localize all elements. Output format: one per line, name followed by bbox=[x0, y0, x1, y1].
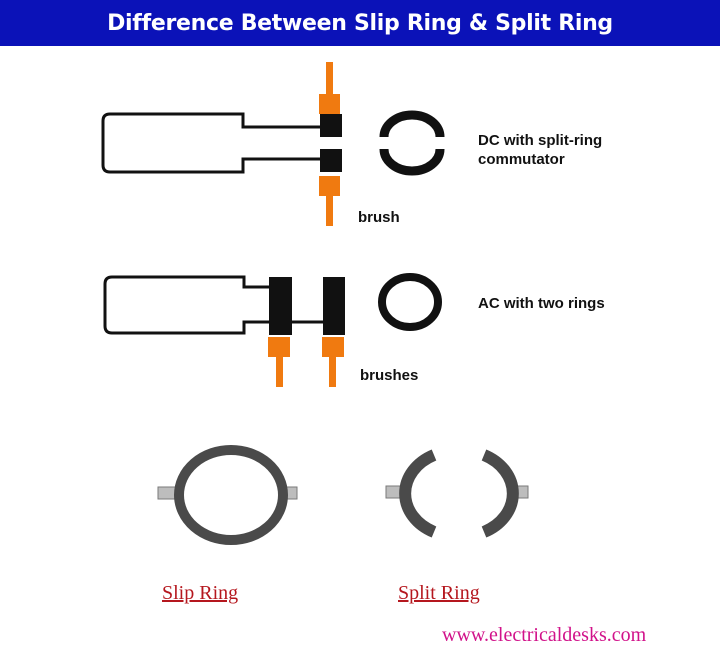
dc-label-line2: commutator bbox=[478, 151, 565, 168]
dc-brush-bottom-rod bbox=[326, 194, 333, 226]
split-ring-figure bbox=[385, 449, 529, 538]
dc-label-line1: DC with split-ring bbox=[478, 132, 603, 149]
split-ring-right-half bbox=[481, 449, 519, 538]
title-banner: Difference Between Slip Ring & Split Rin… bbox=[0, 0, 720, 46]
ac-brush-two-block bbox=[322, 337, 344, 357]
dc-brush-top-rod bbox=[326, 62, 333, 96]
slip-ring-figure bbox=[157, 445, 298, 545]
split-ring-left-half bbox=[399, 449, 437, 538]
dc-commutator-top bbox=[320, 114, 342, 137]
dc-split-ring-bottom-half bbox=[379, 148, 445, 176]
ac-ring-two bbox=[323, 277, 345, 335]
slip-ring-caption: Slip Ring bbox=[162, 582, 239, 604]
dc-coil-loop bbox=[101, 112, 320, 174]
website-link[interactable]: www.electricaldesks.com bbox=[442, 624, 647, 646]
ac-coil-loop bbox=[103, 275, 330, 335]
dc-commutator-bottom bbox=[320, 149, 342, 172]
ac-brush-one-block bbox=[268, 337, 290, 357]
page-title: Difference Between Slip Ring & Split Rin… bbox=[107, 11, 613, 36]
dc-circuit bbox=[101, 62, 445, 226]
slip-ring bbox=[174, 445, 288, 545]
brushes-label: brushes bbox=[360, 367, 419, 384]
ac-circuit bbox=[103, 273, 442, 387]
dc-label: DC with split-ring commutator bbox=[478, 131, 602, 169]
ac-ring-one bbox=[269, 277, 292, 335]
brush-label: brush bbox=[358, 209, 400, 226]
dc-split-ring-top-half bbox=[379, 110, 445, 138]
ac-ring-small bbox=[378, 273, 442, 331]
ac-brush-two-rod bbox=[329, 355, 336, 387]
ac-label: AC with two rings bbox=[478, 295, 605, 312]
ac-brush-one-rod bbox=[276, 355, 283, 387]
dc-brush-bottom-block bbox=[319, 176, 340, 196]
dc-brush-top-block bbox=[319, 94, 340, 114]
split-ring-caption: Split Ring bbox=[398, 582, 480, 604]
